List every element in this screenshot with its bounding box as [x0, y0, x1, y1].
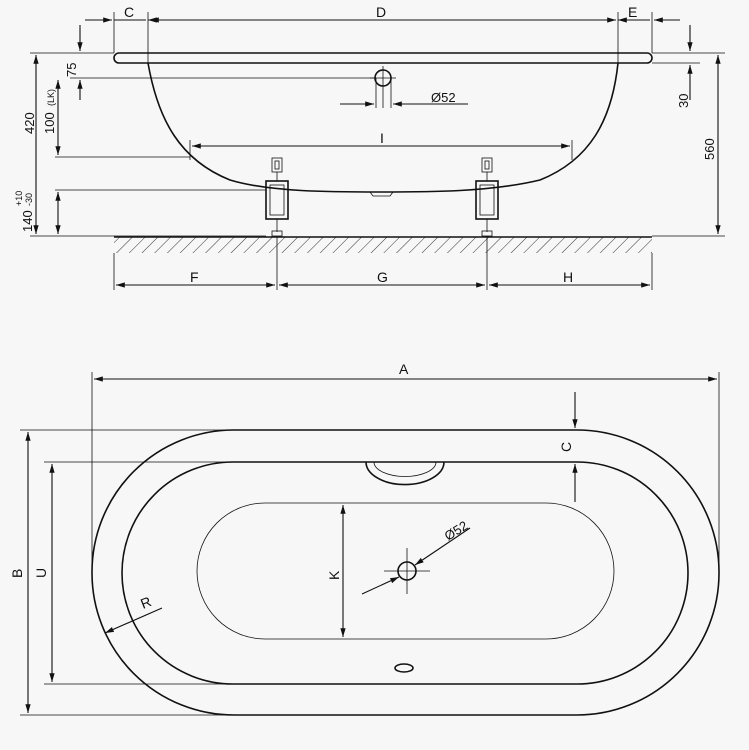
foot-right: [475, 157, 499, 237]
dim-r: R: [138, 593, 153, 612]
tub-bottom-outline: [196, 502, 615, 640]
top-view: Ø52 K A B U C R: [9, 361, 720, 716]
dim-a: A: [399, 361, 409, 377]
dim-75: 75: [64, 63, 79, 77]
dim-plus10: +10: [14, 191, 24, 206]
dim-b: B: [9, 569, 25, 578]
dim-30: 30: [676, 94, 691, 108]
dim-140: 140: [20, 210, 35, 232]
dim-g: G: [377, 269, 388, 285]
side-drain-diameter: Ø52: [431, 90, 456, 105]
dim-u: U: [33, 568, 49, 578]
drain-slot: [394, 663, 414, 673]
dim-h: H: [563, 269, 573, 285]
top-drain-diameter: Ø52: [442, 518, 471, 544]
drain-bottom: [369, 191, 394, 197]
floor-hatch: [114, 237, 652, 253]
tub-inner-rim: [121, 461, 689, 685]
tub-outer-outline: [91, 429, 720, 716]
dim-560: 560: [702, 138, 717, 160]
dim-420: 420: [22, 112, 37, 134]
dim-f: F: [190, 269, 199, 285]
dim-i: I: [380, 130, 384, 146]
foot-left: [265, 157, 289, 237]
dim-100: 100: [42, 112, 57, 134]
dim-c-top: C: [558, 442, 574, 452]
side-view: Ø52: [14, 4, 725, 290]
dim-k: K: [326, 570, 342, 580]
tub-body: [147, 62, 619, 193]
dim-100-note: (LK): [46, 89, 56, 106]
overflow-top: [365, 461, 445, 486]
dim-minus30: -30: [24, 193, 34, 206]
tub-rim: [113, 52, 653, 64]
dim-e: E: [628, 4, 637, 20]
dim-d: D: [376, 4, 386, 20]
dim-c-side: C: [124, 4, 134, 20]
